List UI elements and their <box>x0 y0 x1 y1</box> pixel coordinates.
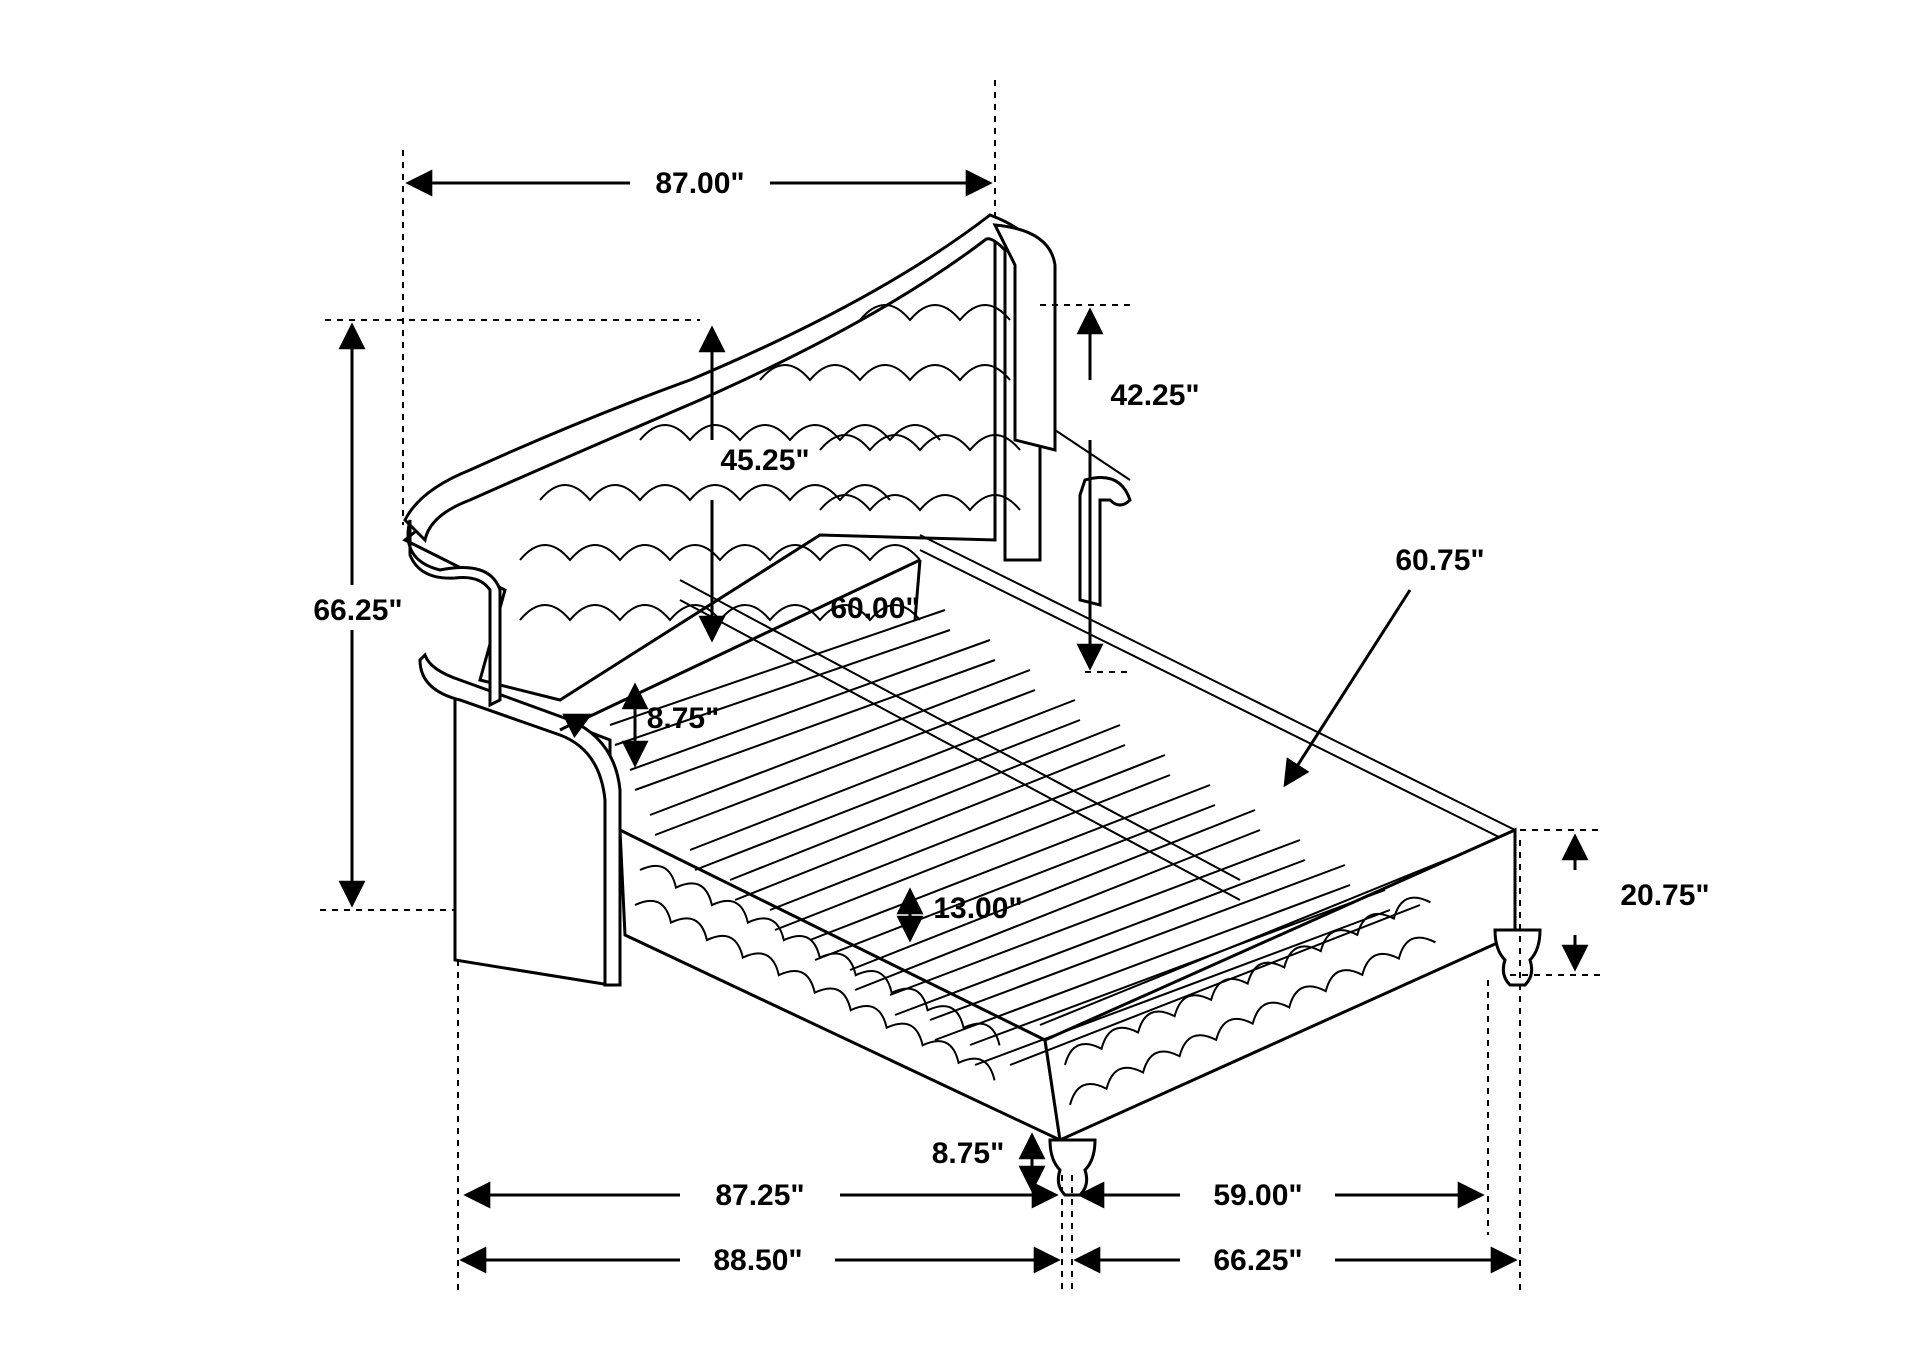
bed-illustration <box>402 213 1542 1197</box>
headboard-top-roll <box>403 213 1042 562</box>
right-wing <box>992 223 1057 452</box>
left-side-rail <box>618 827 1062 1143</box>
frame-right-rail-inner <box>919 549 1506 841</box>
label-side-rail-depth: 13.00" <box>933 892 1022 925</box>
label-wing-height: 42.25" <box>1110 379 1199 412</box>
frame-foot-rail-inner <box>1039 837 1501 1026</box>
label-headboard-height: 45.25" <box>720 444 809 477</box>
dimension-labels: 87.00" 45.25" 66.25" 42.25" 60.00" 60.75… <box>313 167 1709 1277</box>
label-diagonal: 60.75" <box>1395 544 1484 577</box>
center-support-rail <box>679 579 1241 901</box>
label-overall-width-top: 87.00" <box>655 167 744 200</box>
right-armrest-roll <box>1078 476 1132 607</box>
dim-60-tick <box>913 559 922 621</box>
label-inner-width: 60.00" <box>830 592 919 625</box>
right-leg <box>1493 928 1542 987</box>
foot-rail <box>1043 827 1517 1143</box>
dim-6075-leader <box>1283 589 1412 788</box>
label-leg-height: 8.75" <box>932 1137 1005 1170</box>
label-length-inner: 87.25" <box>715 1179 804 1212</box>
left-scroll-roll <box>406 519 502 708</box>
label-rail-height: 8.75" <box>647 702 720 735</box>
label-length-overall: 88.50" <box>713 1244 802 1277</box>
label-width-overall: 66.25" <box>1213 1244 1302 1277</box>
label-footboard-height: 20.75" <box>1620 879 1709 912</box>
headboard-tufting <box>519 304 1021 622</box>
right-wing-top-edge <box>1054 429 1131 481</box>
dim-875-pointer <box>559 713 593 738</box>
label-width-inner: 59.00" <box>1213 1179 1302 1212</box>
frame-right-rail-top <box>919 534 1516 831</box>
dimension-lines <box>320 80 1600 1290</box>
bed-slats <box>609 609 1421 1066</box>
front-leg <box>1048 1138 1097 1197</box>
label-overall-height: 66.25" <box>313 594 402 627</box>
